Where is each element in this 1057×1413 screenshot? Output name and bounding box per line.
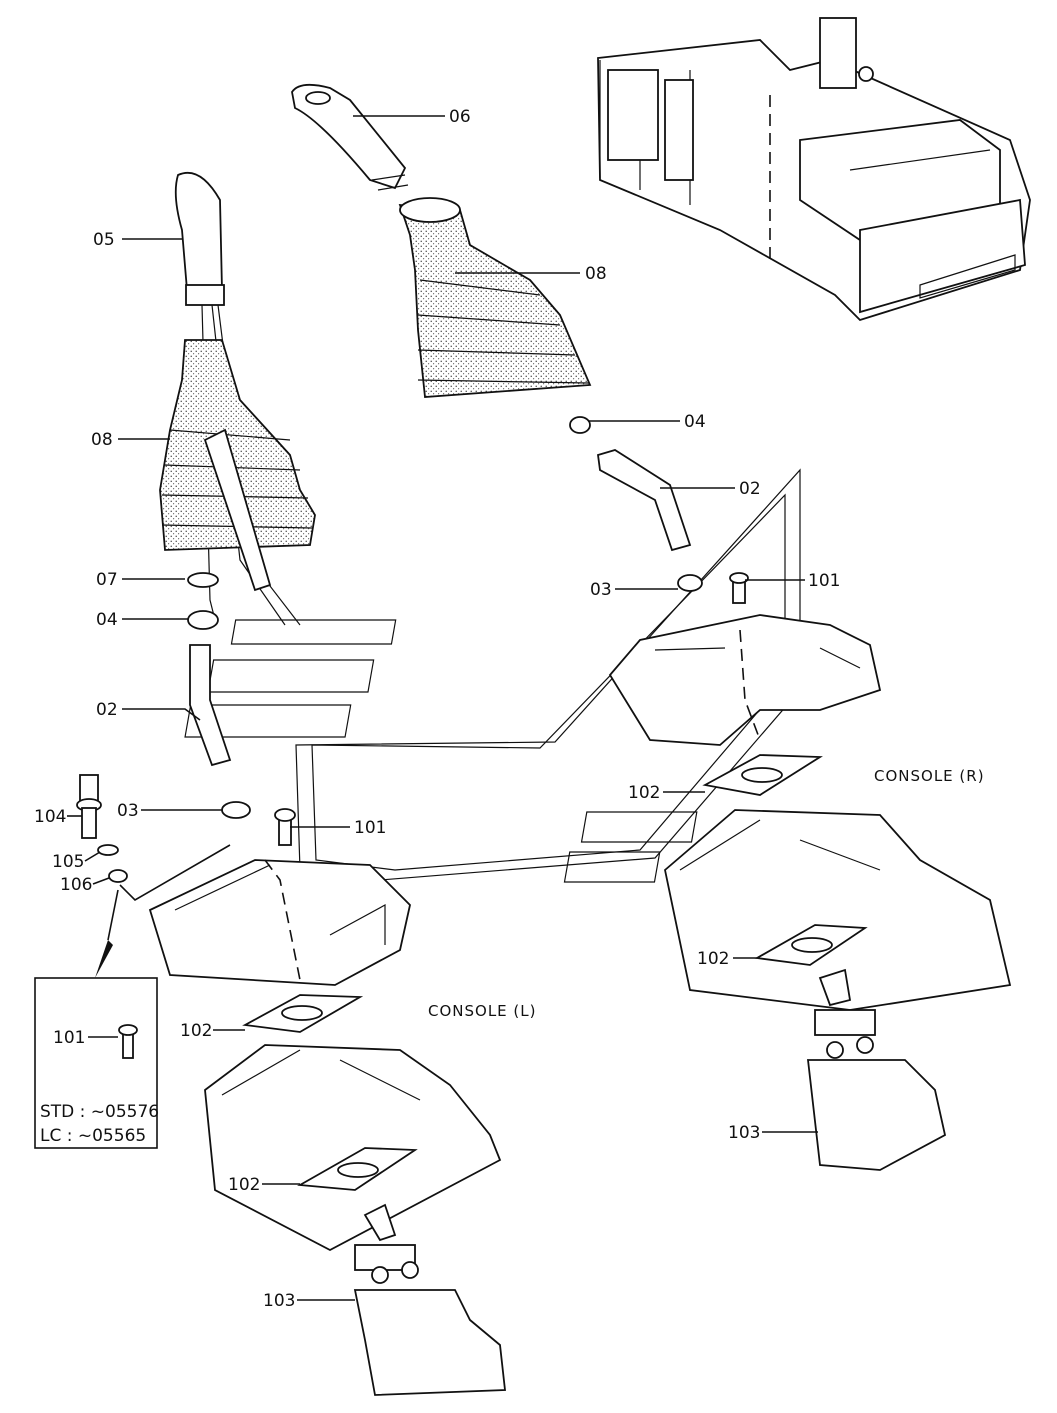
pilot-valve-103-left [353,1203,507,1396]
detail-box [34,844,231,1149]
detail-label-101: 101 [53,1028,85,1048]
label-02-left: 02 [96,700,118,720]
lever-handle-06 [291,83,409,191]
label-102-right-lower: 102 [697,949,729,969]
lever-handle-05 [174,171,301,626]
label-104: 104 [34,807,66,827]
console-left-base [204,1044,502,1252]
hardware-left [187,572,296,846]
console-left-label: CONSOLE (L) [428,1002,537,1020]
hardware-small-left [76,774,128,883]
console-right-label: CONSOLE (R) [874,767,985,785]
label-03-right: 03 [590,580,612,600]
label-102-left-lower: 102 [228,1175,260,1195]
label-103-left: 103 [263,1291,295,1311]
pilot-valve-103-right [806,968,947,1171]
label-102-right-upper: 102 [628,783,660,803]
boot-08-lower [159,339,316,592]
label-106: 106 [60,875,92,895]
console-right-cover [608,614,882,746]
part-labels: 05 06 08 08 07 04 04 02 02 03 03 101 101… [34,107,840,1311]
detail-std-line: STD : ~05576 [40,1102,159,1122]
detail-lc-line: LC : ~05565 [40,1126,146,1146]
label-101-right: 101 [808,571,840,591]
label-102-left-upper: 102 [180,1021,212,1041]
label-05: 05 [93,230,115,250]
console-left-cover [148,859,411,986]
label-03-left: 03 [117,801,139,821]
gasket-102-left-upper [242,994,364,1033]
gasket-102-left-lower [297,1147,418,1191]
gasket-102-right-upper [702,754,823,796]
label-04-right: 04 [684,412,706,432]
label-04-left: 04 [96,610,118,630]
label-105: 105 [52,852,84,872]
label-103-right: 103 [728,1123,760,1143]
hardware-right [569,416,749,604]
label-06: 06 [449,107,471,127]
label-02-right: 02 [739,479,761,499]
console-right-base [664,809,1012,1011]
leader-lines [67,115,818,1301]
boot-08-upper [398,197,592,398]
label-101-left: 101 [354,818,386,838]
gasket-102-right-lower [754,924,868,966]
label-07: 07 [96,570,118,590]
excavator-overview [597,17,1031,322]
label-08-right: 08 [585,264,607,284]
label-08-left: 08 [91,430,113,450]
